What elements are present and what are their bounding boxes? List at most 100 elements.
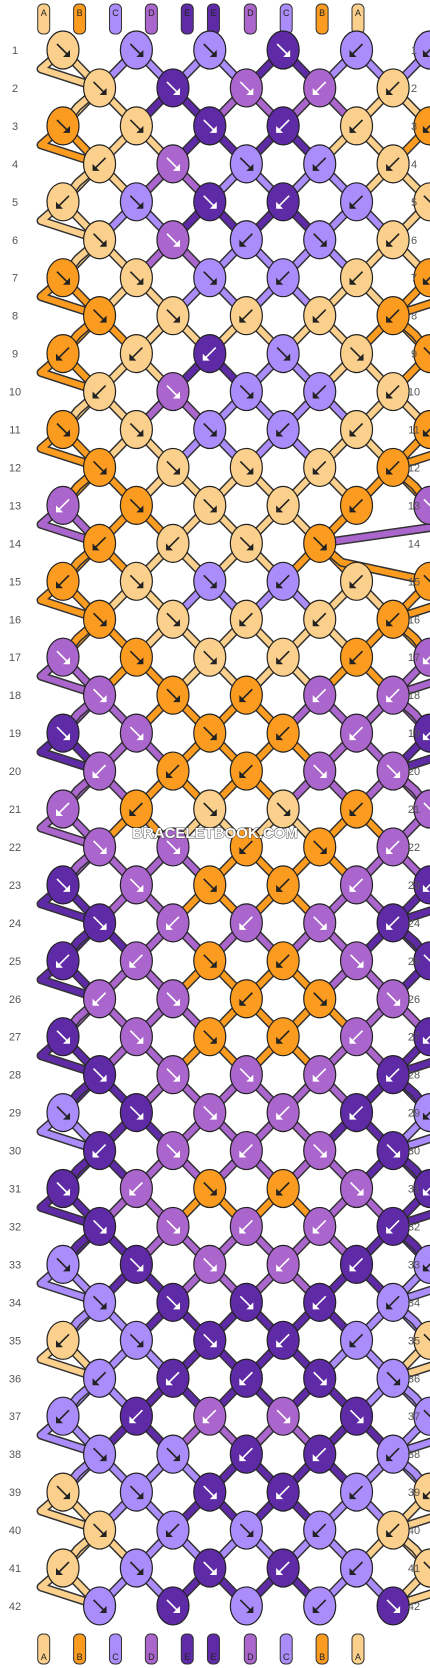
knot-arrowhead	[276, 733, 284, 741]
string-end-bottom-label: D	[247, 1652, 254, 1662]
string-end-bottom-label: A	[41, 1652, 47, 1662]
knot-arrowhead	[165, 1530, 173, 1538]
knot-arrow	[313, 1143, 326, 1157]
string-end-top-label: C	[283, 8, 290, 18]
knot-arrow	[387, 688, 400, 701]
knot-arrow	[386, 1599, 399, 1612]
edge-strand-right	[392, 1416, 430, 1458]
knot-arrowhead	[136, 581, 144, 589]
knot-arrow	[166, 1068, 179, 1081]
edge-strand-right	[392, 429, 430, 471]
knot-arrow	[424, 1035, 430, 1043]
knot-arrowhead	[276, 1112, 284, 1120]
knot-arrowhead	[349, 1036, 357, 1044]
knot-arrow	[386, 992, 399, 1005]
knot-arrowhead	[63, 429, 70, 437]
knot-arrowhead	[276, 581, 284, 589]
knot-arrowhead	[172, 467, 180, 475]
knot-arrowhead	[239, 1150, 247, 1158]
knot-arrow	[166, 1143, 179, 1157]
knot-arrowhead	[209, 1340, 217, 1348]
knot-arrow	[313, 1371, 326, 1384]
knot-arrowhead	[136, 50, 144, 57]
row-label-right: 12	[408, 462, 420, 474]
row-label-right: 25	[408, 956, 420, 968]
knot-arrow	[387, 460, 400, 474]
knot-arrow	[203, 802, 216, 815]
knot-arrow	[423, 1333, 430, 1342]
knot-arrowhead	[386, 163, 394, 171]
knot-arrowhead	[99, 1074, 107, 1082]
knot-arrowhead	[136, 884, 144, 892]
knot-arrow	[314, 1295, 327, 1308]
knot-arrow	[56, 1181, 69, 1195]
knot-arrow	[314, 1523, 327, 1536]
string-end-top	[73, 3, 87, 35]
knot-arrowhead	[172, 239, 180, 247]
string-end-bottom-label: E	[210, 1652, 216, 1662]
knot-arrow	[314, 460, 327, 474]
knot-arrow	[203, 1106, 216, 1119]
knot-arrowhead	[172, 1454, 180, 1462]
knot-arrowhead	[349, 50, 357, 57]
knot-arrow	[387, 1219, 400, 1233]
string-end-top-label: E	[184, 8, 190, 18]
row-label-right: 18	[408, 690, 420, 702]
row-label-left: 8	[12, 311, 18, 323]
string-end-bottom	[243, 1633, 257, 1665]
knot-arrowhead	[349, 884, 357, 892]
knot-arrow	[166, 157, 179, 170]
knot-arrowhead	[422, 429, 430, 437]
knot-arrow	[239, 157, 252, 170]
knot-arrowhead	[422, 733, 430, 741]
knot-arrowhead	[209, 960, 217, 968]
row-label-right: 29	[408, 1108, 420, 1120]
knot-arrowhead	[276, 960, 284, 968]
knot-arrowhead	[136, 1568, 144, 1575]
knot-arrowhead	[239, 922, 247, 930]
row-label-left: 14	[9, 538, 21, 550]
knot-arrowhead	[349, 657, 357, 665]
knot-arrow	[424, 655, 430, 663]
knot-arrowhead	[56, 1340, 63, 1348]
knot-arrowhead	[276, 429, 284, 437]
knot-arrowhead	[386, 87, 394, 95]
row-label-left: 35	[9, 1335, 21, 1347]
knot-arrow	[57, 1561, 70, 1574]
row-label-left: 37	[9, 1411, 21, 1423]
knot-arrowhead	[239, 239, 247, 247]
row-label-left: 4	[12, 159, 18, 171]
knot-arrowhead	[349, 505, 357, 513]
knot-arrowhead	[349, 1492, 357, 1500]
knot-arrowhead	[209, 1112, 217, 1120]
knot-arrow	[166, 81, 179, 94]
row-label-left: 36	[9, 1373, 21, 1385]
knot-arrowhead	[92, 543, 100, 551]
row-label-right: 40	[408, 1525, 420, 1537]
knot-arrow	[240, 764, 253, 777]
knot-arrowhead	[56, 1416, 63, 1424]
knot-arrowhead	[276, 1188, 284, 1196]
knot-arrowhead	[246, 467, 254, 475]
knot-arrow	[240, 1219, 253, 1233]
knot-arrowhead	[393, 1605, 401, 1613]
row-label-left: 9	[12, 349, 18, 361]
string-end-top-label: A	[41, 8, 47, 18]
knot-arrow	[239, 1523, 252, 1536]
knot-arrow	[424, 1263, 430, 1270]
knot-arrow	[129, 271, 142, 284]
string-end-bottom-label: E	[184, 1652, 190, 1662]
row-label-left: 41	[9, 1563, 21, 1575]
knot-arrowhead	[99, 1454, 107, 1462]
string-end-top-label: D	[247, 8, 254, 18]
knot-arrowhead	[246, 1605, 254, 1613]
knot-arrowhead	[92, 163, 100, 171]
knot-arrowhead	[136, 1340, 144, 1348]
knot-arrowhead	[99, 922, 107, 930]
string-end-top-label: C	[112, 8, 119, 18]
knot-arrow	[314, 309, 327, 322]
knot-arrow	[277, 574, 290, 587]
knot-arrowhead	[136, 1036, 144, 1044]
knot-arrow	[129, 195, 142, 208]
